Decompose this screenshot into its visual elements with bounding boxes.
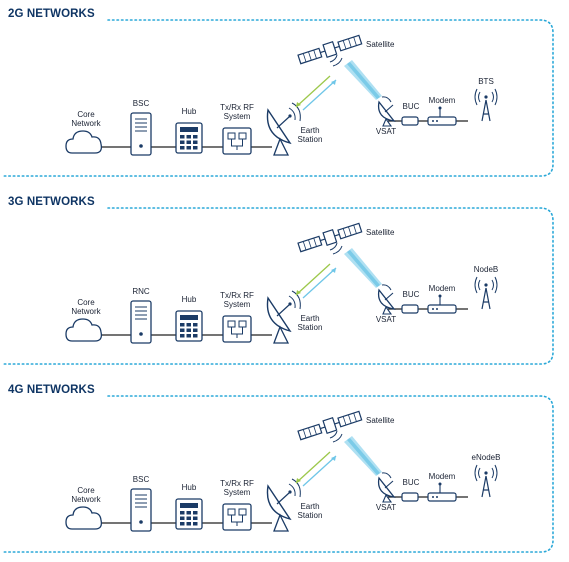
uplink-arrowhead: [331, 268, 336, 273]
buc-label: BUC: [403, 478, 420, 487]
satellite-beam-core: [347, 438, 380, 475]
downlink-arrowhead: [296, 478, 301, 483]
buc-label: BUC: [403, 102, 420, 111]
panel-title: 2G NETWORKS: [8, 8, 95, 20]
earth-station-dish-icon: [266, 290, 301, 344]
buc-icon: [401, 304, 419, 314]
hub-icon: [175, 498, 203, 530]
satellite-beam-core: [347, 250, 380, 287]
satellite-beam-core: [347, 62, 380, 99]
controller-label: RNC: [132, 287, 150, 296]
satellite-label: Satellite: [366, 228, 395, 237]
vsat-dish-icon: [377, 472, 396, 503]
vsat-label: VSAT: [376, 503, 396, 512]
satellite-icon: [297, 222, 363, 253]
uplink-arrowhead: [331, 456, 336, 461]
cloud-icon: [65, 506, 103, 530]
rf-system-icon: [222, 315, 252, 343]
buc-icon: [401, 116, 419, 126]
uplink-line: [302, 455, 337, 487]
vsat-dish-icon: [377, 96, 396, 127]
tower-label: NodeB: [474, 265, 498, 274]
buc-icon: [401, 492, 419, 502]
panel-title: 3G NETWORKS: [8, 196, 95, 208]
satellite-icon: [297, 410, 363, 441]
hub-label: Hub: [182, 295, 197, 304]
cloud-icon: [65, 130, 103, 154]
hub-icon: [175, 122, 203, 154]
earth-station-dish-icon: [266, 102, 301, 156]
modem-icon: [427, 482, 457, 502]
downlink-arrowhead: [296, 290, 301, 295]
vsat-dish-icon: [377, 284, 396, 315]
panel-title: 4G NETWORKS: [8, 384, 95, 396]
hub-label: Hub: [182, 107, 197, 116]
hub-label: Hub: [182, 483, 197, 492]
satellite-label: Satellite: [366, 40, 395, 49]
downlink-line: [295, 75, 331, 108]
earth-station-dish-icon: [266, 478, 301, 532]
buc-label: BUC: [403, 290, 420, 299]
satellite-signal-icon: [329, 242, 343, 255]
modem-icon: [427, 294, 457, 314]
tower-label: BTS: [478, 77, 494, 86]
rf-system-icon: [222, 503, 252, 531]
uplink-line: [302, 267, 337, 299]
cell-tower-icon: [474, 88, 498, 122]
satellite-beam: [344, 436, 382, 476]
downlink-line: [295, 451, 331, 484]
satellite-icon: [297, 34, 363, 65]
modem-icon: [427, 106, 457, 126]
modem-label: Modem: [429, 284, 456, 293]
cloud-icon: [65, 318, 103, 342]
cell-tower-icon: [474, 464, 498, 498]
uplink-arrowhead: [331, 80, 336, 85]
satellite-signal-icon: [329, 54, 343, 67]
controller-label: BSC: [133, 475, 150, 484]
downlink-arrowhead: [296, 102, 301, 107]
hub-icon: [175, 310, 203, 342]
dotted-frame: [3, 395, 554, 553]
dotted-frame: [3, 207, 554, 365]
controller-label: BSC: [133, 99, 150, 108]
server-icon: [130, 300, 152, 344]
server-icon: [130, 488, 152, 532]
satellite-signal-icon: [329, 430, 343, 443]
vsat-label: VSAT: [376, 127, 396, 136]
downlink-line: [295, 263, 331, 296]
modem-label: Modem: [429, 96, 456, 105]
satellite-label: Satellite: [366, 416, 395, 425]
satellite-beam: [344, 248, 382, 288]
vsat-label: VSAT: [376, 315, 396, 324]
uplink-line: [302, 79, 337, 111]
modem-label: Modem: [429, 472, 456, 481]
tower-label: eNodeB: [472, 453, 501, 462]
satellite-beam: [344, 60, 382, 100]
server-icon: [130, 112, 152, 156]
dotted-frame: [3, 19, 554, 177]
cell-tower-icon: [474, 276, 498, 310]
rf-system-icon: [222, 127, 252, 155]
